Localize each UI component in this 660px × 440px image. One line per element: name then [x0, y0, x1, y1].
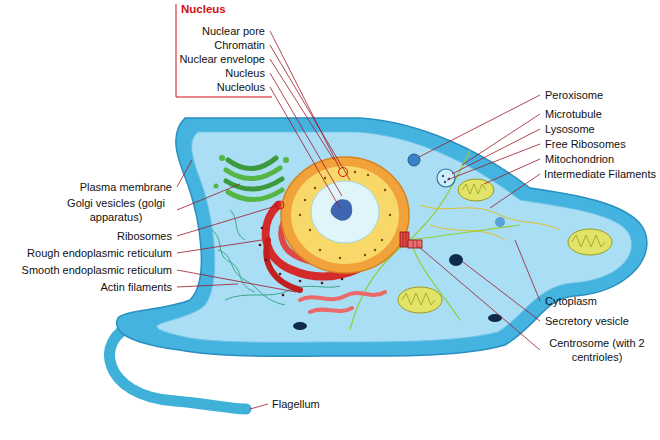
- part-label: Golgi vesicles (golgi apparatus): [60, 196, 172, 224]
- part-label: Nuclear pore: [202, 24, 265, 38]
- part-label: Cytoplasm: [545, 294, 597, 308]
- part-label: Centrosome (with 2 centrioles): [545, 336, 649, 364]
- part-label: Ribosomes: [117, 229, 172, 243]
- nucleolus: [331, 199, 353, 221]
- part-label: Actin filaments: [100, 280, 172, 294]
- nucleus: [281, 157, 409, 273]
- part-label: Free Ribosomes: [545, 137, 626, 151]
- part-label: Smooth endoplasmic reticulum: [22, 263, 172, 277]
- centrosome: [400, 232, 422, 248]
- part-label: Intermediate Filaments: [544, 167, 656, 181]
- part-label: Nucleolus: [217, 80, 265, 94]
- peroxisome: [408, 154, 420, 166]
- intermediate-filaments: [420, 205, 560, 240]
- plasma-membrane: [117, 118, 647, 356]
- part-label: Flagellum: [272, 397, 320, 411]
- cytoplasm: [157, 132, 632, 342]
- golgi-apparatus: [226, 158, 282, 200]
- mitochondria: [398, 179, 612, 313]
- part-label: Nucleus: [225, 66, 265, 80]
- bracket: [176, 4, 272, 97]
- part-label: Lysosome: [545, 122, 595, 136]
- part-label: Rough endoplasmic reticulum: [27, 246, 172, 260]
- secretory-vesicle: [449, 254, 463, 266]
- smooth-er: [300, 292, 385, 312]
- vesicle: [495, 217, 505, 227]
- leader-lines: [177, 31, 540, 409]
- part-label: Peroxisome: [545, 88, 603, 102]
- vesicle: [488, 314, 502, 322]
- part-label: Secretory vesicle: [545, 314, 629, 328]
- part-label: Plasma membrane: [80, 180, 172, 194]
- part-label: Nuclear envelope: [179, 52, 265, 66]
- golgi-vesicles: [214, 155, 292, 203]
- marker: [276, 201, 284, 209]
- part-label: Mitochondrion: [545, 152, 614, 166]
- vesicle: [293, 322, 307, 330]
- part-label: Chromatin: [214, 38, 265, 52]
- section-heading: Nucleus: [181, 2, 226, 16]
- part-label: Microtubule: [545, 107, 602, 121]
